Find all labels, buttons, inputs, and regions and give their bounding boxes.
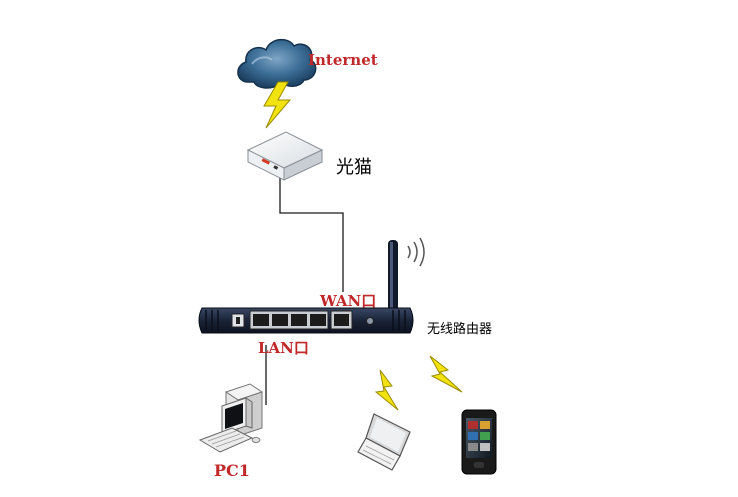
cloud-icon [237, 38, 317, 89]
router-label: 无线路由器 [427, 322, 493, 337]
lightning-icon [263, 81, 292, 129]
modem-to-wan-cable [279, 178, 344, 292]
cables [265, 178, 344, 405]
wireless-router-icon [198, 237, 425, 334]
internet-label: Internet [308, 51, 378, 69]
lan-port-label: LAN口 [258, 339, 309, 357]
lightning-icon [429, 355, 463, 393]
laptop-icon [357, 413, 411, 471]
pc-label: PC1 [214, 461, 250, 480]
modem-label: 光猫 [336, 157, 372, 178]
smartphone-icon [461, 409, 497, 475]
wan-port-label: WAN口 [320, 292, 377, 310]
modem-icon [246, 131, 324, 181]
desktop-pc-icon [198, 383, 264, 453]
lightning-icon [374, 369, 399, 411]
